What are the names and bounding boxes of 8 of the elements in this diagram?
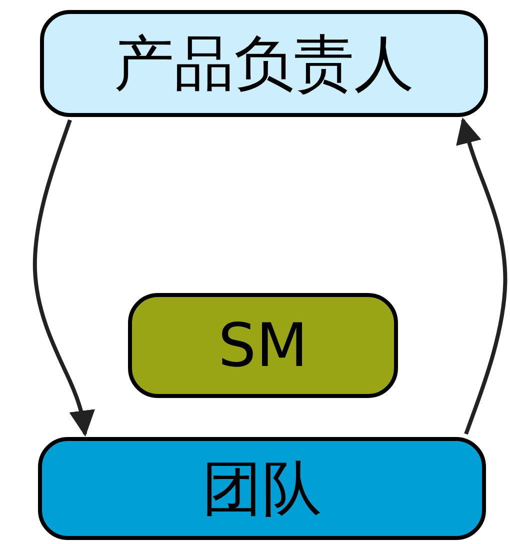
team-box — [38, 437, 486, 540]
role-box — [40, 10, 488, 117]
node-label: SM — [218, 316, 308, 376]
node-label: 产品负责人 — [114, 34, 414, 94]
node-label: 团队 — [202, 458, 322, 518]
curved-arrow — [32, 119, 95, 437]
curved-arrow — [456, 117, 508, 435]
role-box — [128, 293, 398, 398]
